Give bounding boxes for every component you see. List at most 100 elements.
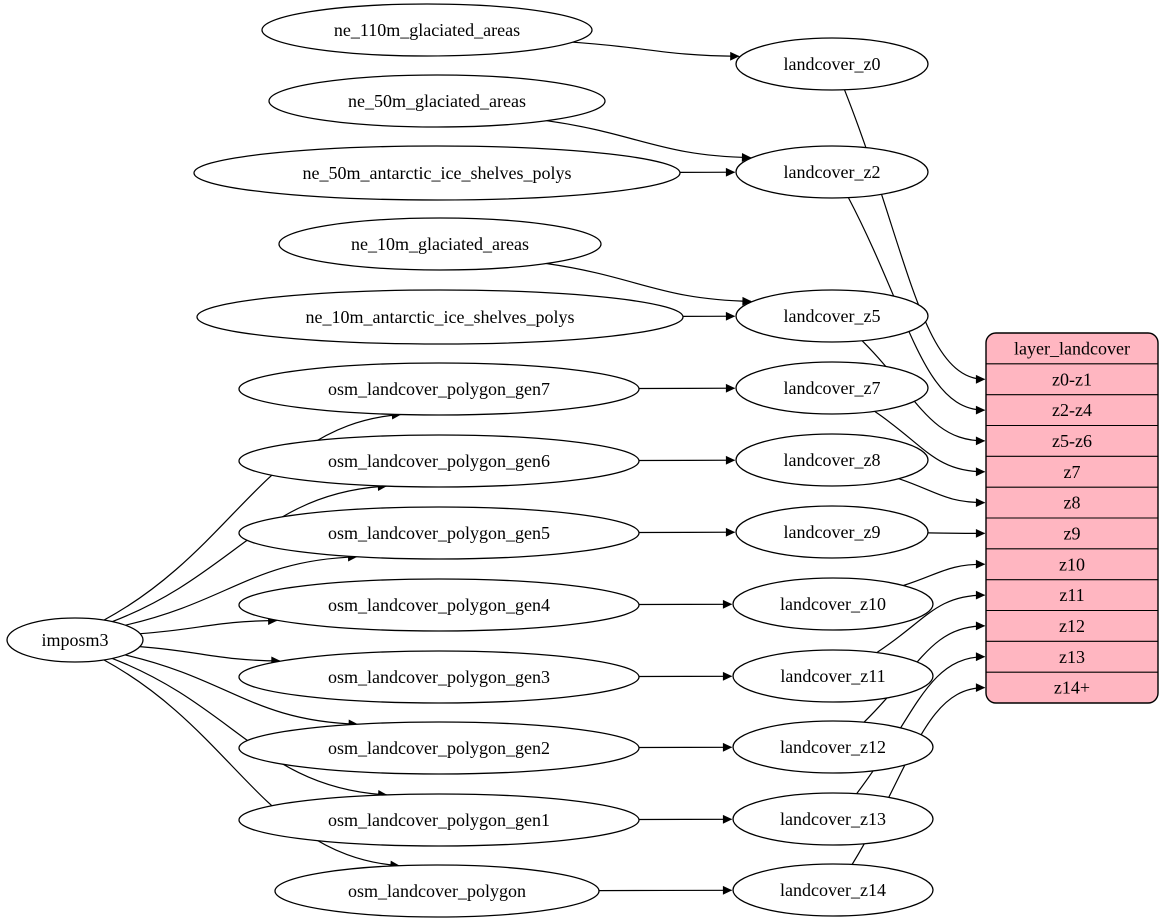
node-ne_10m_glaciated_areas-label: ne_10m_glaciated_areas xyxy=(351,234,529,254)
node-landcover_z11-label: landcover_z11 xyxy=(780,666,885,686)
table-title: layer_landcover xyxy=(1014,338,1130,358)
node-landcover_z13-shape xyxy=(732,792,934,846)
node-landcover_z0-label: landcover_z0 xyxy=(784,54,881,74)
node-imposm3-label: imposm3 xyxy=(41,630,108,650)
node-osm_landcover_polygon_gen7: osm_landcover_polygon_gen7 xyxy=(238,362,640,416)
edge-imposm3-to-osm_landcover_polygon_gen4 xyxy=(140,616,278,635)
node-landcover_z5: landcover_z5 xyxy=(735,289,929,343)
table-row-z9: z9 xyxy=(1064,523,1081,543)
edge-landcover_z10-to-layer_landcover-z10 xyxy=(903,559,986,587)
node-osm_landcover_polygon_gen1-label: osm_landcover_polygon_gen1 xyxy=(328,810,550,830)
edge-landcover_z7-to-layer_landcover-z7 xyxy=(874,410,986,477)
nodes-layer: imposm3 ne_110m_glaciated_areas ne_50m_gla… xyxy=(6,3,1159,918)
edge-landcover_z9-to-layer_landcover-z9 xyxy=(927,528,986,538)
node-landcover_z7-label: landcover_z7 xyxy=(784,378,881,398)
node-landcover_z13-label: landcover_z13 xyxy=(780,809,886,829)
node-ne_50m_glaciated_areas-label: ne_50m_glaciated_areas xyxy=(348,91,526,111)
node-osm_landcover_polygon_gen5: osm_landcover_polygon_gen5 xyxy=(238,506,640,560)
edges-layer xyxy=(103,41,986,895)
node-landcover_z14: landcover_z14 xyxy=(732,863,934,917)
node-landcover_z12-shape xyxy=(732,720,934,774)
node-landcover_z2-label: landcover_z2 xyxy=(784,162,881,182)
node-osm_landcover_polygon-shape xyxy=(274,864,600,918)
table-row-z7: z7 xyxy=(1064,462,1081,482)
node-osm_landcover_polygon_gen7-shape xyxy=(238,362,640,416)
node-imposm3: imposm3 xyxy=(6,617,144,663)
node-osm_landcover_polygon_gen3-shape xyxy=(238,650,640,704)
edge-imposm3-to-osm_landcover_polygon_gen2 xyxy=(124,654,358,729)
node-landcover_z10-label: landcover_z10 xyxy=(780,594,886,614)
edge-landcover_z12-to-layer_landcover-z12 xyxy=(863,621,986,723)
node-osm_landcover_polygon_gen2-label: osm_landcover_polygon_gen2 xyxy=(328,738,550,758)
node-osm_landcover_polygon_gen6: osm_landcover_polygon_gen6 xyxy=(238,434,640,488)
node-ne_50m_glaciated_areas-shape xyxy=(268,74,606,128)
table-row-z14+: z14+ xyxy=(1054,678,1090,698)
node-ne_10m_glaciated_areas: ne_10m_glaciated_areas xyxy=(278,217,602,271)
node-ne_50m_antarctic_ice_shelves_polys-shape xyxy=(193,145,681,201)
node-landcover_z12: landcover_z12 xyxy=(732,720,934,774)
node-osm_landcover_polygon-label: osm_landcover_polygon xyxy=(348,881,526,901)
node-landcover_z8-label: landcover_z8 xyxy=(784,450,881,470)
node-ne_10m_antarctic_ice_shelves_polys: ne_10m_antarctic_ice_shelves_polys xyxy=(196,289,684,345)
node-landcover_z2-shape xyxy=(735,145,929,199)
table-row-z11: z11 xyxy=(1059,585,1084,605)
edge-imposm3-to-osm_landcover_polygon_gen5 xyxy=(125,552,358,626)
node-ne_10m_antarctic_ice_shelves_polys-label: ne_10m_antarctic_ice_shelves_polys xyxy=(306,307,575,327)
node-landcover_z8: landcover_z8 xyxy=(735,433,929,487)
node-osm_landcover_polygon_gen5-shape xyxy=(238,506,640,560)
node-landcover_z8-shape xyxy=(735,433,929,487)
node-landcover_z11-shape xyxy=(732,649,934,703)
node-osm_landcover_polygon: osm_landcover_polygon xyxy=(274,864,600,918)
node-osm_landcover_polygon_gen5-label: osm_landcover_polygon_gen5 xyxy=(328,523,550,543)
table-row-z12: z12 xyxy=(1059,616,1085,636)
node-osm_landcover_polygon_gen4-shape xyxy=(238,578,640,632)
node-ne_10m_glaciated_areas-shape xyxy=(278,217,602,271)
table-row-z13: z13 xyxy=(1059,647,1085,667)
node-osm_landcover_polygon_gen2: osm_landcover_polygon_gen2 xyxy=(238,721,640,775)
node-ne_50m_antarctic_ice_shelves_polys-label: ne_50m_antarctic_ice_shelves_polys xyxy=(303,163,572,183)
edge-imposm3-to-osm_landcover_polygon_gen3 xyxy=(139,646,281,666)
node-osm_landcover_polygon_gen2-shape xyxy=(238,721,640,775)
edge-ne_10m_glaciated_areas-to-landcover_z5 xyxy=(546,262,752,306)
edge-landcover_z5-to-layer_landcover-z5-z6 xyxy=(861,340,986,446)
node-imposm3-shape xyxy=(6,617,144,663)
node-ne_110m_glaciated_areas-label: ne_110m_glaciated_areas xyxy=(334,20,520,40)
table-row-z8: z8 xyxy=(1064,493,1081,513)
node-osm_landcover_polygon_gen1-shape xyxy=(238,793,640,847)
node-ne_50m_antarctic_ice_shelves_polys: ne_50m_antarctic_ice_shelves_polys xyxy=(193,145,681,201)
node-osm_landcover_polygon_gen3-label: osm_landcover_polygon_gen3 xyxy=(328,667,550,687)
node-landcover_z7-shape xyxy=(735,361,929,415)
node-osm_landcover_polygon_gen1: osm_landcover_polygon_gen1 xyxy=(238,793,640,847)
node-osm_landcover_polygon_gen4: osm_landcover_polygon_gen4 xyxy=(238,578,640,632)
node-landcover_z11: landcover_z11 xyxy=(732,649,934,703)
node-ne_110m_glaciated_areas: ne_110m_glaciated_areas xyxy=(261,3,593,57)
edge-landcover_z8-to-layer_landcover-z8 xyxy=(898,478,986,507)
node-landcover_z0-shape xyxy=(735,37,929,91)
edge-ne_110m_glaciated_areas-to-landcover_z0 xyxy=(572,41,740,61)
node-landcover_z2: landcover_z2 xyxy=(735,145,929,199)
table-row-z5-z6: z5-z6 xyxy=(1052,431,1092,451)
node-osm_landcover_polygon_gen6-label: osm_landcover_polygon_gen6 xyxy=(328,451,550,471)
node-landcover_z7: landcover_z7 xyxy=(735,361,929,415)
node-ne_50m_glaciated_areas: ne_50m_glaciated_areas xyxy=(268,74,606,128)
table-row-z2-z4: z2-z4 xyxy=(1052,400,1092,420)
node-osm_landcover_polygon_gen4-label: osm_landcover_polygon_gen4 xyxy=(328,595,550,615)
table-row-z0-z1: z0-z1 xyxy=(1052,369,1092,389)
node-ne_10m_antarctic_ice_shelves_polys-shape xyxy=(196,289,684,345)
node-landcover_z5-label: landcover_z5 xyxy=(784,306,881,326)
node-landcover_z9-label: landcover_z9 xyxy=(784,522,881,542)
edge-imposm3-to-osm_landcover_polygon xyxy=(103,659,400,870)
node-landcover_z12-label: landcover_z12 xyxy=(780,737,886,757)
edge-landcover_z11-to-layer_landcover-z11 xyxy=(876,590,986,654)
node-osm_landcover_polygon_gen6-shape xyxy=(238,434,640,488)
node-landcover_z9: landcover_z9 xyxy=(735,505,929,559)
table-layer_landcover: layer_landcoverz0-z1z2-z4z5-z6z7z8z9z10z… xyxy=(985,332,1159,704)
edge-imposm3-to-osm_landcover_polygon_gen7 xyxy=(103,410,402,621)
edge-landcover_z2-to-layer_landcover-z2-z4 xyxy=(847,197,986,415)
node-landcover_z10: landcover_z10 xyxy=(732,577,934,631)
node-landcover_z10-shape xyxy=(732,577,934,631)
node-landcover_z0: landcover_z0 xyxy=(735,37,929,91)
node-landcover_z13: landcover_z13 xyxy=(732,792,934,846)
node-osm_landcover_polygon_gen3: osm_landcover_polygon_gen3 xyxy=(238,650,640,704)
